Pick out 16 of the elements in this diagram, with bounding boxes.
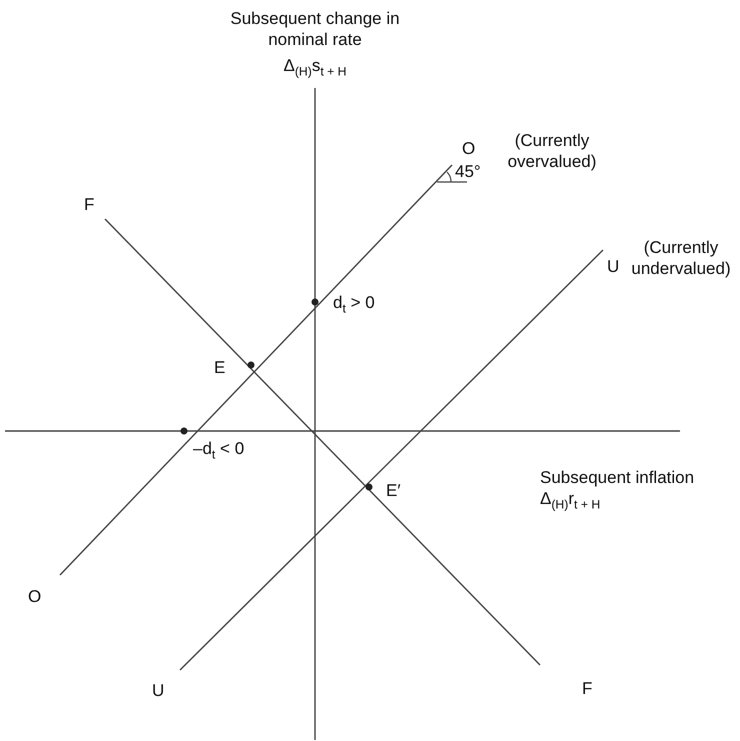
angle-label: 45° [455,161,481,182]
point-label: E [214,357,226,378]
point-label: E′ [386,480,401,502]
line-label: U [152,680,164,702]
axis-symbol: Δ$_{(H)}$r$_{t + H}$ [540,488,600,513]
line-label: U [607,256,620,278]
line-label: F [582,678,592,700]
line-label: F [84,194,94,216]
point-label: d$_{t}$ > 0 [333,292,375,317]
axis-title: Subsequent inflation [540,467,694,488]
line-label: O [28,586,42,608]
axis-symbol: Δ$_{(H)}$s$_{t + H}$ [282,55,348,80]
line-note: (Currently overvalued) [506,130,598,172]
point-label: –d$_{t}$ < 0 [193,438,244,463]
line-label: O [462,138,476,160]
line-note: (Currently undervalued) [630,237,732,280]
